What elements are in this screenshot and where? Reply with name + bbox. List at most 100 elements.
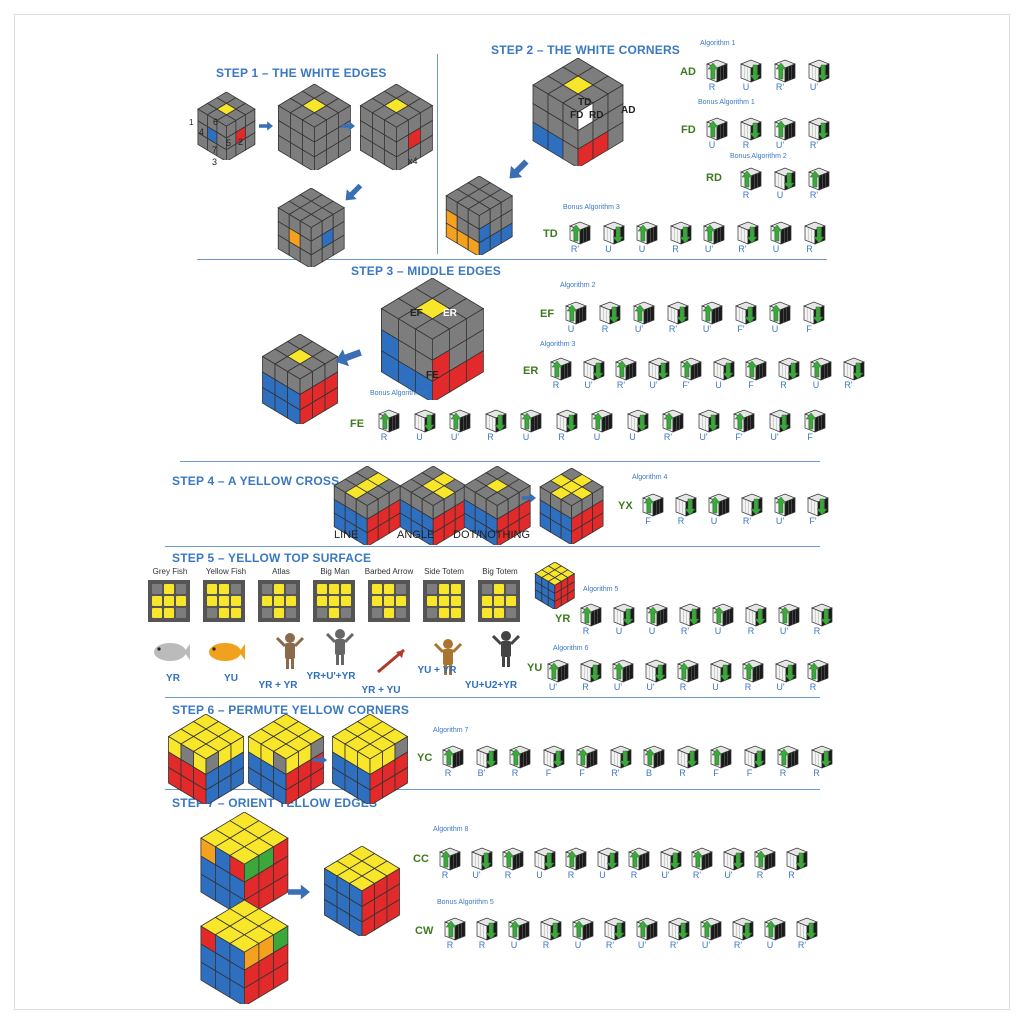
move-label: U	[738, 82, 754, 92]
move-cube-icon: U'	[643, 658, 671, 692]
fish-figure-icon	[205, 630, 245, 675]
move-label: U'	[806, 82, 822, 92]
move-cube-icon: U	[518, 408, 546, 442]
move-label: R'	[735, 244, 751, 254]
step1-cube-c	[358, 84, 435, 175]
move-label: U	[532, 870, 548, 880]
move-label: U	[506, 940, 522, 950]
move-cube-icon: F	[801, 300, 829, 334]
move-cube-icon: U'	[634, 916, 662, 950]
move-label: R	[626, 870, 642, 880]
move-cube-icon: R	[668, 220, 696, 254]
move-cube-icon: U	[710, 602, 738, 636]
move-cube-icon: B	[641, 744, 669, 778]
move-cube-icon: R	[675, 744, 703, 778]
move-label: R'	[730, 940, 746, 950]
move-label: U'	[545, 682, 561, 692]
move-label: U	[772, 190, 788, 200]
move-cube-icon: R'	[735, 220, 763, 254]
move-cube-icon: F'	[805, 492, 833, 526]
move-label: F	[708, 768, 724, 778]
move-cube-icon: F	[574, 744, 602, 778]
caption-line: LINE	[334, 529, 358, 541]
step6-cube-c	[330, 714, 410, 809]
algorithm-title: Algorithm 4	[632, 474, 667, 481]
step1-number-1: 1	[189, 118, 193, 127]
move-cube-icon: R	[507, 744, 535, 778]
move-label: U	[412, 432, 428, 442]
move-cube-icon: R	[563, 846, 591, 880]
algorithm-title: Algorithm 1	[700, 40, 735, 47]
move-label: F'	[678, 380, 694, 390]
label-td: TD	[578, 97, 591, 108]
step4-cube-cross	[538, 468, 605, 549]
algorithm-title: Bonus Algorithm 3	[563, 204, 620, 211]
step5-top-face	[148, 580, 190, 627]
move-label: U	[589, 432, 605, 442]
move-cube-icon: R'	[567, 220, 595, 254]
move-cube-icon: F'	[678, 356, 706, 390]
move-label: F	[574, 768, 590, 778]
step7-cube-cw	[198, 900, 291, 1009]
move-cube-icon: B'	[474, 744, 502, 778]
step1-title: STEP 1 – THE WHITE EDGES	[216, 66, 387, 80]
move-cube-icon: R'	[730, 916, 758, 950]
move-cube-icon: U	[808, 356, 836, 390]
move-label: U	[762, 940, 778, 950]
label-fe: FE	[426, 370, 439, 381]
move-cube-icon: R	[578, 658, 606, 692]
case-alg-big-man: YR+U'+YR	[296, 671, 366, 682]
move-cube-icon: R	[738, 166, 766, 200]
move-label: R	[548, 380, 564, 390]
move-label: U'	[772, 516, 788, 526]
move-label: U'	[698, 940, 714, 950]
case-name-side-totem: Side Totem	[416, 567, 472, 576]
step1-number-5: 5	[226, 138, 231, 148]
move-label: R	[738, 140, 754, 150]
move-cube-icon: F	[742, 744, 770, 778]
move-label: R	[442, 940, 458, 950]
move-label: R	[809, 768, 825, 778]
algorithm-title: Bonus Algorithm 2	[730, 153, 787, 160]
move-label: R'	[841, 380, 857, 390]
move-label: R	[578, 682, 594, 692]
move-label: R	[738, 190, 754, 200]
step5-top-face	[313, 580, 355, 627]
label-ad: AD	[621, 105, 635, 116]
move-cube-icon: U'	[658, 846, 686, 880]
algorithm-case-label: AD	[680, 66, 696, 78]
move-label: U'	[721, 870, 737, 880]
move-cube-icon: R	[554, 408, 582, 442]
move-label: U	[710, 626, 726, 636]
algorithm-title: Bonus Algorithm 5	[437, 899, 494, 906]
move-label: F	[802, 432, 818, 442]
move-label: R	[554, 432, 570, 442]
move-cube-icon: R	[784, 846, 812, 880]
step6-cube-a	[166, 714, 246, 809]
case-name-grey-fish: Grey Fish	[142, 567, 198, 576]
case-name-barbed-arrow: Barbed Arrow	[361, 567, 417, 576]
move-label: R	[809, 626, 825, 636]
move-cube-icon: U	[704, 116, 732, 150]
move-cube-icon: R'	[602, 916, 630, 950]
move-label: F	[743, 380, 759, 390]
move-cube-icon: R'	[689, 846, 717, 880]
algorithm-case-label: RD	[706, 172, 722, 184]
move-label: R'	[739, 516, 755, 526]
algorithm-case-label: EF	[540, 308, 554, 320]
move-label: U'	[643, 682, 659, 692]
move-label: U	[644, 626, 660, 636]
move-cube-icon: F'	[731, 408, 759, 442]
move-cube-icon: R'	[677, 602, 705, 636]
move-label: R	[743, 626, 759, 636]
move-label: R'	[613, 380, 629, 390]
step7-cube-solved	[322, 846, 402, 941]
arrow-right-icon	[313, 752, 327, 770]
move-label: F	[541, 768, 557, 778]
move-label: U'	[469, 870, 485, 880]
move-label: U'	[610, 682, 626, 692]
move-cube-icon: R	[437, 846, 465, 880]
move-cube-icon: U'	[646, 356, 674, 390]
step1-number-2: 2	[238, 137, 243, 147]
move-cube-icon: U'	[698, 916, 726, 950]
